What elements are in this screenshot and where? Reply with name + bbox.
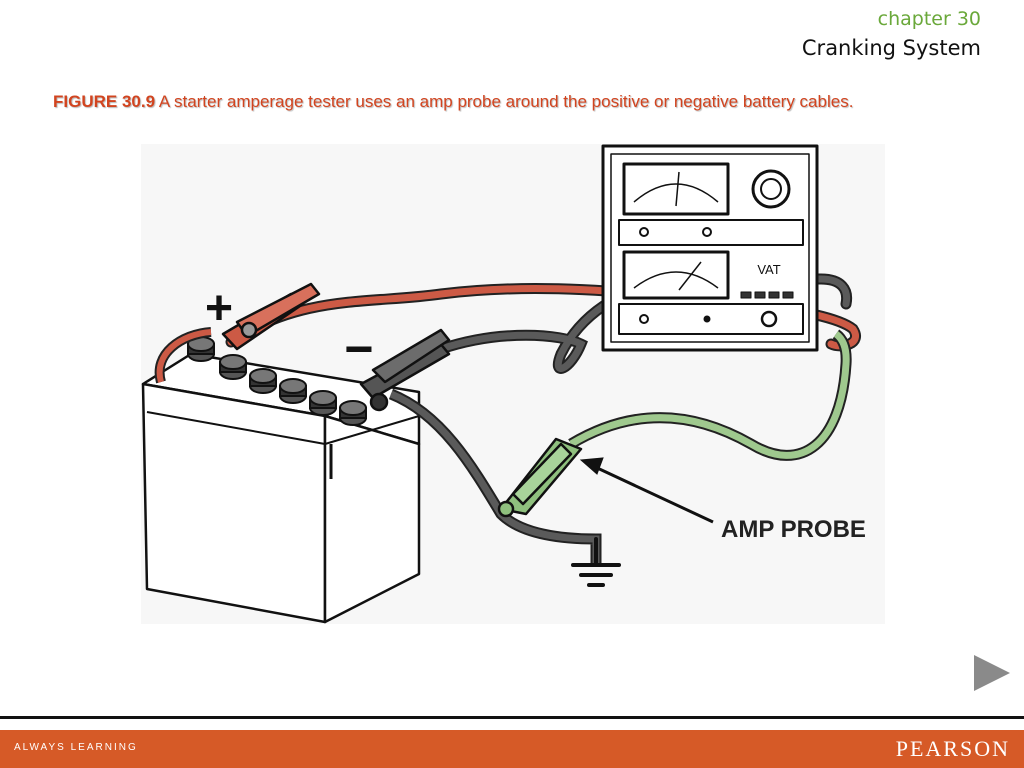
red-clamp: [221, 282, 321, 351]
figure-caption: FIGURE 30.9 A starter amperage tester us…: [53, 90, 933, 114]
chapter-label: chapter 30: [877, 8, 981, 30]
black-clamp: [359, 328, 451, 412]
green-cable: [568, 329, 852, 461]
amp-probe-clamp: [497, 437, 583, 518]
tester-label: VAT: [757, 262, 780, 277]
amp-probe-label: AMP PROBE: [721, 516, 866, 543]
ground-symbol: [571, 537, 621, 587]
brand-logo: PEARSON: [895, 736, 1010, 761]
battery-caps: [187, 336, 367, 426]
slide-title: Cranking System: [801, 36, 981, 60]
figure-illustration: VAT + − AMP PROBE: [141, 144, 885, 624]
footer-divider: [0, 716, 1024, 719]
figure-number: FIGURE 30.9: [53, 92, 156, 111]
footer-tagline: ALWAYS LEARNING: [14, 742, 138, 753]
probe-arrow: [579, 457, 714, 524]
negative-sign: −: [344, 321, 373, 377]
next-slide-icon[interactable]: [972, 653, 1012, 693]
figure-caption-text: A starter amperage tester uses an amp pr…: [158, 92, 854, 111]
positive-sign: +: [205, 282, 233, 335]
tester-unit: [601, 144, 819, 352]
footer-bar: ALWAYS LEARNING PEARSON: [0, 730, 1024, 768]
